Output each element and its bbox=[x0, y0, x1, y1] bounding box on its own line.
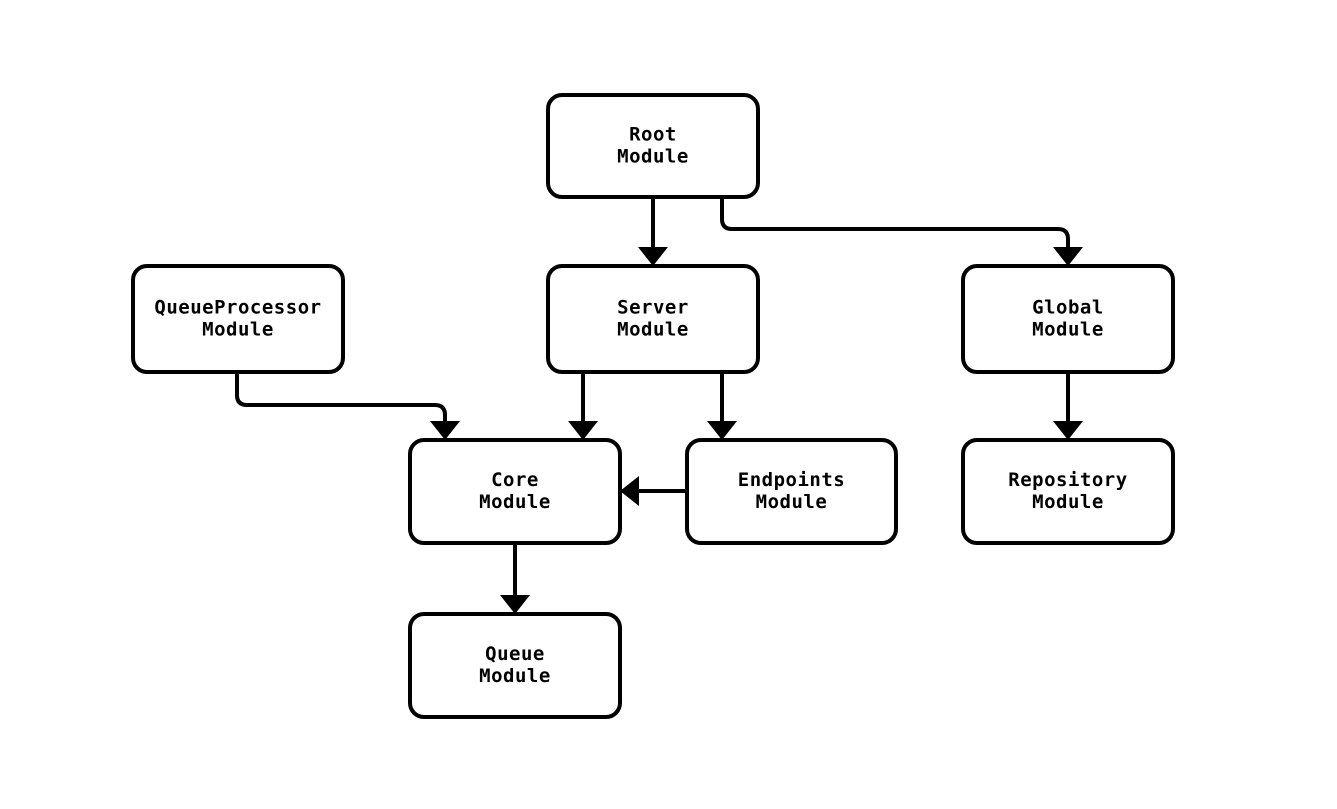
node-box[interactable] bbox=[546, 264, 760, 374]
node-box[interactable] bbox=[685, 438, 898, 545]
edge-root-to-global bbox=[720, 197, 1083, 266]
node-label-line1: Root bbox=[629, 124, 677, 146]
node-box[interactable] bbox=[961, 438, 1175, 545]
node-label-line2: Module bbox=[617, 146, 689, 168]
edge-core-to-queue bbox=[500, 543, 530, 614]
edge-global-to-repository bbox=[1053, 372, 1083, 440]
edge-server-to-endpoints bbox=[707, 372, 737, 440]
node-label-line1: Server bbox=[617, 297, 689, 319]
edge-layer bbox=[235, 197, 1083, 614]
arrowhead-down bbox=[500, 595, 530, 614]
arrowhead-left bbox=[620, 476, 639, 506]
node-label-line2: Module bbox=[617, 319, 689, 341]
node-label-line2: Module bbox=[479, 665, 551, 687]
node-box[interactable] bbox=[546, 93, 760, 199]
node-label-line1: Global bbox=[1032, 297, 1104, 319]
arrowhead-down bbox=[1053, 421, 1083, 440]
edge-line bbox=[720, 197, 1070, 249]
arrowhead-down bbox=[638, 247, 668, 266]
edge-server-to-core bbox=[568, 372, 598, 440]
edge-line bbox=[235, 372, 447, 423]
node-label-line2: Module bbox=[479, 491, 551, 513]
node-label-line1: QueueProcessor bbox=[154, 297, 321, 319]
edge-queueprocessor-to-core bbox=[235, 372, 460, 440]
edge-endpoints-to-core bbox=[620, 476, 687, 506]
arrowhead-down bbox=[430, 421, 460, 440]
node-label-line1: Core bbox=[491, 469, 539, 491]
node-label-line1: Queue bbox=[485, 643, 545, 665]
arrowhead-down bbox=[707, 421, 737, 440]
node-label-line2: Module bbox=[202, 319, 274, 341]
node-label-line2: Module bbox=[1032, 319, 1104, 341]
node-box[interactable] bbox=[131, 264, 345, 374]
node-box[interactable] bbox=[408, 612, 622, 719]
arrowhead-down bbox=[568, 421, 598, 440]
node-label-line2: Module bbox=[1032, 491, 1104, 513]
node-layer: RootModuleQueueProcessorModuleServerModu… bbox=[131, 93, 1175, 719]
edge-root-to-server bbox=[638, 197, 668, 266]
node-label-line2: Module bbox=[756, 491, 828, 513]
node-box[interactable] bbox=[961, 264, 1175, 374]
node-label-line1: Endpoints bbox=[738, 469, 845, 491]
node-box[interactable] bbox=[408, 438, 622, 545]
arrowhead-down bbox=[1053, 247, 1083, 266]
node-label-line1: Repository bbox=[1008, 469, 1127, 491]
